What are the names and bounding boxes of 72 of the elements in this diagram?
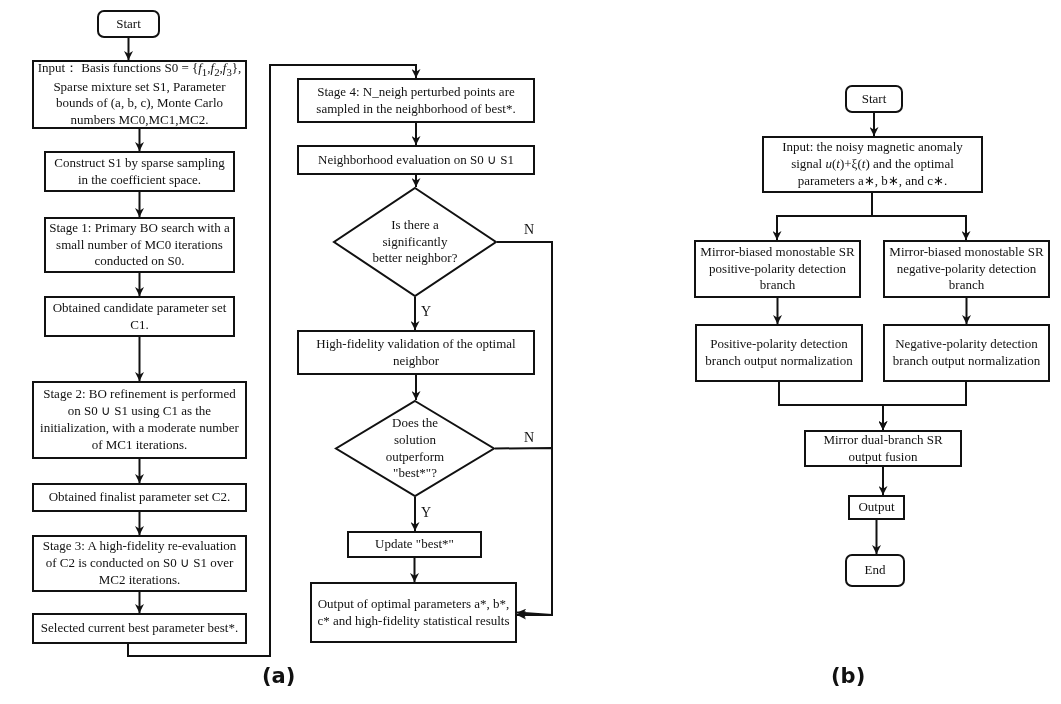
box-text: End [864, 562, 886, 579]
decision-text: Does the solution outperform "best*"? [384, 414, 446, 483]
arrow [127, 64, 421, 657]
decision-text: Is there a significantly better neighbor? [372, 216, 458, 268]
box-text: Mirror dual-branch SR output fusion [822, 431, 944, 466]
box-text: High-fidelity validation of the optimal neighbor [315, 335, 517, 370]
process-box [32, 535, 247, 592]
process-box [310, 582, 517, 643]
box-text: Negative-polarity detection branch output normalization [891, 336, 1042, 370]
arrow [496, 241, 553, 618]
box-text: Stage 3: A high-fidelity re-evaluation of C2 is conducted on S0 ∪ S1 over MC2 iterations. [41, 538, 238, 589]
terminal-box [97, 10, 160, 38]
box-text: Mirror-biased monostable SR positive-polarity detection branch [699, 243, 856, 295]
arrow [135, 511, 144, 536]
arrow [773, 297, 782, 325]
process-box [804, 430, 962, 467]
box-text: Obtained finalist parameter set C2. [48, 489, 231, 506]
box-text: Output of optimal parameters a*, b*, c* and high-fidelity statistical results [316, 595, 511, 630]
arrow [411, 174, 421, 188]
box-text: Input: the noisy magnetic anomaly signal u(t)+ξ(t) and the optimal parameters a∗, b∗, and c∗. [781, 139, 964, 190]
arrow [878, 466, 888, 496]
arrow [124, 37, 133, 61]
process-box [32, 613, 247, 644]
arrow [878, 381, 967, 431]
box-text: Mirror-biased monostable SR negative-polarity detection branch [888, 243, 1045, 295]
arrow [135, 128, 144, 152]
box-text: Stage 4: N_neigh perturbed points are sampled in the neighborhood of best*. [315, 83, 517, 118]
process-box [44, 151, 235, 192]
box-text: Input： Basis functions S0 = {f$_{1}$,f$_{2}$,f$_{3}$}, Sparse mixture set S1, Parameter bounds of (a, b, c), Monte Carlo numbers MC0,MC1,MC2. [37, 59, 242, 130]
box-text: Update "best*" [375, 536, 454, 553]
arrow [410, 296, 420, 331]
arrow [135, 591, 144, 614]
process-box [297, 145, 535, 175]
box-text: Obtained candidate parameter set C1. [51, 299, 228, 334]
box-text: Neighborhood evaluation on S0 ∪ S1 [318, 151, 514, 169]
panel-label: (b) [831, 664, 866, 688]
decision-diamond [333, 187, 497, 297]
box-text: Start [861, 90, 887, 108]
arrow [411, 374, 421, 401]
process-box [32, 483, 247, 512]
arrow [494, 447, 553, 620]
process-box [297, 78, 535, 123]
arrow [411, 122, 421, 146]
box-text: Construct S1 by sparse sampling in the coefficient space. [53, 154, 226, 189]
box-text: Stage 1: Primary BO search with a small number of MC0 iterations conducted on S0. [49, 219, 230, 271]
process-box [695, 324, 863, 382]
arrow [869, 112, 879, 137]
decision-diamond [335, 400, 495, 497]
box-text: Positive-polarity detection branch output normalization [704, 336, 854, 370]
box-text: Selected current best parameter best*. [40, 620, 239, 637]
arrow [962, 297, 971, 325]
arrow [135, 191, 144, 218]
arrow [410, 557, 419, 583]
process-box [848, 495, 905, 520]
arrow [135, 272, 144, 297]
arrow [871, 192, 971, 241]
process-box [762, 136, 983, 193]
arrow [872, 519, 881, 555]
box-text: Stage 2: BO refinement is performed on S0 ∪ S1 using C1 as the initialization, with a moderate number of MC1 iterations. [39, 386, 240, 454]
arrow [135, 458, 144, 484]
arrow [135, 336, 144, 382]
box-text: Start [116, 15, 141, 33]
terminal-box [845, 554, 905, 587]
process-box [297, 330, 535, 375]
arrow [410, 496, 420, 532]
terminal-box [845, 85, 903, 113]
process-box [883, 324, 1050, 382]
process-box [347, 531, 482, 558]
process-box [32, 381, 247, 459]
panel-label: (a) [262, 664, 296, 688]
box-text: Output [858, 499, 895, 516]
process-box [44, 296, 235, 337]
